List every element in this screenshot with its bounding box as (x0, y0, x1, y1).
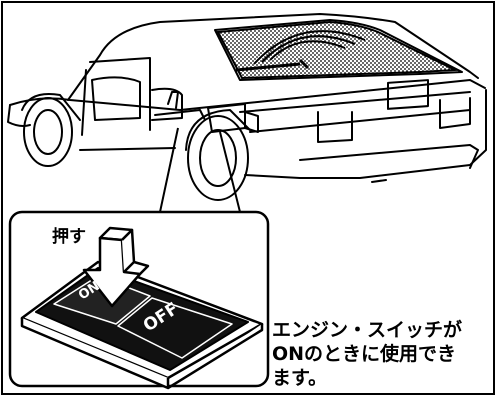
caption: エンジン・スイッチが ONのときに使用でき ます。 (272, 318, 494, 390)
car-drawing (7, 13, 487, 201)
defogger-lines (253, 30, 366, 65)
license-plate (387, 79, 429, 110)
rear-wheel (187, 115, 249, 201)
rear-wiper (235, 58, 310, 72)
callout-lines (159, 127, 241, 213)
push-label: 押す (52, 227, 86, 247)
front-wheel (23, 97, 73, 167)
caption-line: ます。 (272, 367, 328, 389)
rear-window-glass (216, 20, 459, 80)
push-arrow (82, 226, 150, 308)
caption-line: ONのときに使用でき (272, 343, 457, 365)
caption-line: エンジン・スイッチが (272, 319, 463, 341)
rear-window-frame (214, 19, 463, 81)
